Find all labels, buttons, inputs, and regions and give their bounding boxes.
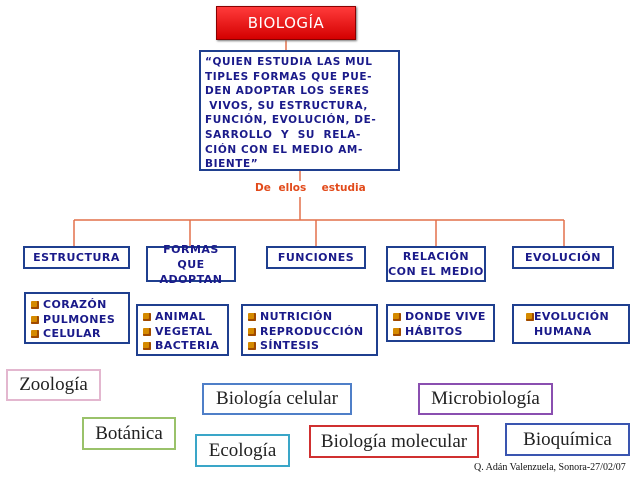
item-label: REPRODUCCIÓN xyxy=(260,324,364,338)
item-label: NUTRICIÓN xyxy=(260,310,333,323)
list-item: ANIMAL xyxy=(143,310,223,325)
list-item: BACTERIA xyxy=(143,339,223,354)
list-item: SÍNTESIS xyxy=(248,339,372,354)
list-item: VEGETAL xyxy=(143,325,223,340)
list-item: REPRODUCCIÓN xyxy=(248,325,372,340)
list-item: CORAZÓN xyxy=(31,298,124,313)
item-label: VEGETAL xyxy=(155,324,213,338)
quote-line: TIPLES FORMAS QUE PUE- xyxy=(205,70,373,83)
category-header-funciones: FUNCIONES xyxy=(266,246,366,269)
bullet-icon xyxy=(248,327,256,336)
item-label: ANIMAL xyxy=(155,310,206,323)
bullet-icon xyxy=(393,313,401,322)
item-label: HÁBITOS xyxy=(405,324,463,338)
item-label: BACTERIA xyxy=(155,339,220,352)
definition-quote-box: “QUIEN ESTUDIA LAS MUL TIPLES FORMAS QUE… xyxy=(199,50,400,171)
list-relacion: DONDE VIVE HÁBITOS xyxy=(386,304,495,342)
quote-line: FUNCIÓN, EVOLUCIÓN, DE- xyxy=(205,114,377,127)
bullet-icon xyxy=(143,313,151,322)
list-evolucion: EVOLUCIÓN HUMANA xyxy=(512,304,630,344)
category-header-evolucion: EVOLUCIÓN xyxy=(512,246,614,269)
title-box: BIOLOGÍA xyxy=(216,6,356,40)
quote-line: CIÓN CON EL MEDIO AM- xyxy=(205,143,363,156)
list-item: CELULAR xyxy=(31,327,124,342)
category-header-relacion: RELACIÓN CON EL MEDIO xyxy=(386,246,486,282)
connector-label: De ellos estudia xyxy=(255,182,366,194)
bullet-icon xyxy=(143,342,151,351)
list-item: DONDE VIVE xyxy=(393,310,489,325)
branch-zoologia: Zoología xyxy=(6,369,101,401)
quote-line: BIENTE” xyxy=(205,158,259,171)
branch-ecologia: Ecología xyxy=(195,434,290,467)
branch-microbiologia: Microbiología xyxy=(418,383,553,415)
list-funciones: NUTRICIÓN REPRODUCCIÓN SÍNTESIS xyxy=(241,304,378,356)
list-item: EVOLUCIÓN HUMANA xyxy=(526,310,624,339)
bullet-icon xyxy=(143,327,151,336)
bullet-icon xyxy=(393,327,401,336)
bullet-icon xyxy=(248,342,256,351)
category-header-estructura: ESTRUCTURA xyxy=(23,246,130,269)
bullet-icon xyxy=(31,301,39,310)
bullet-icon xyxy=(31,315,39,324)
item-label: DONDE VIVE xyxy=(405,310,486,323)
quote-line: SARROLLO Y SU RELA- xyxy=(205,128,361,141)
list-formas: ANIMAL VEGETAL BACTERIA xyxy=(136,304,229,356)
branch-biologia-molecular: Biología molecular xyxy=(309,425,479,458)
item-label: SÍNTESIS xyxy=(260,339,320,352)
list-item: PULMONES xyxy=(31,313,124,328)
branch-botanica: Botánica xyxy=(82,417,176,450)
quote-line: VIVOS, SU ESTRUCTURA, xyxy=(205,99,369,112)
bullet-icon xyxy=(526,313,534,321)
list-estructura: CORAZÓN PULMONES CELULAR xyxy=(24,292,130,344)
category-header-formas: FORMAS QUE ADOPTAN xyxy=(146,243,236,286)
quote-line: “QUIEN ESTUDIA LAS MUL xyxy=(205,56,373,68)
branch-bioquimica: Bioquímica xyxy=(505,423,630,456)
footer-credit: Q. Adán Valenzuela, Sonora-27/02/07 xyxy=(474,462,626,473)
bullet-icon xyxy=(31,330,39,339)
title-text: BIOLOGÍA xyxy=(247,14,325,32)
item-label: EVOLUCIÓN HUMANA xyxy=(534,310,610,338)
item-label: CELULAR xyxy=(43,327,101,340)
bullet-icon xyxy=(248,313,256,322)
item-label: CORAZÓN xyxy=(43,298,107,311)
list-item: NUTRICIÓN xyxy=(248,310,372,325)
list-item: HÁBITOS xyxy=(393,325,489,340)
item-label: PULMONES xyxy=(43,312,116,326)
quote-line: DEN ADOPTAR LOS SERES xyxy=(205,85,370,98)
branch-biologia-celular: Biología celular xyxy=(202,383,352,415)
